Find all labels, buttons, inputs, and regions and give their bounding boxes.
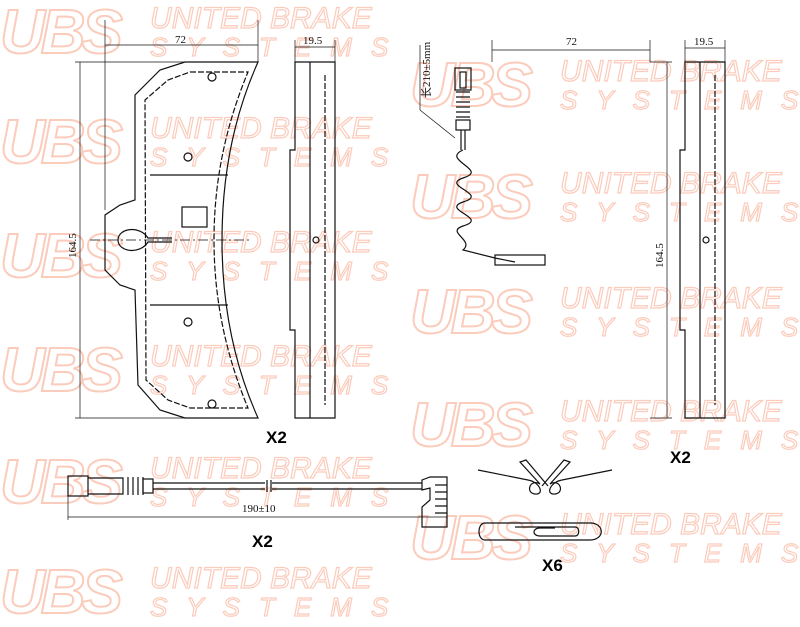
attached-wear-sensor — [419, 45, 546, 266]
right-width-dim: 72 — [566, 36, 577, 48]
left-brake-pad-side-view — [289, 61, 336, 419]
right-thickness-dim: 19.5 — [694, 36, 714, 48]
right-dimension-lines — [491, 40, 726, 419]
sensor-length-dim: 190±10 — [242, 503, 276, 515]
springs-quantity: X6 — [542, 556, 563, 575]
sensor-quantity: X2 — [252, 532, 273, 551]
left-dimension-lines — [75, 20, 336, 419]
left-thickness-dim: 19.5 — [303, 35, 323, 47]
left-pad-quantity: X2 — [266, 428, 287, 447]
wear-sensor — [67, 475, 448, 528]
right-brake-pad-side-view — [679, 61, 726, 419]
anti-rattle-springs — [477, 459, 613, 541]
right-height-dim: 164.5 — [654, 243, 666, 268]
left-height-dim: 164.5 — [67, 233, 79, 258]
technical-drawing: 72 19.5 164.5 X2 72 19.5 164.5 X2 长210±5… — [67, 20, 726, 575]
right-pad-quantity: X2 — [670, 448, 691, 467]
left-brake-pad-front-view — [89, 61, 259, 419]
left-width-dim: 72 — [175, 34, 186, 46]
sensor-length-label: 长210±5mm — [420, 41, 433, 98]
